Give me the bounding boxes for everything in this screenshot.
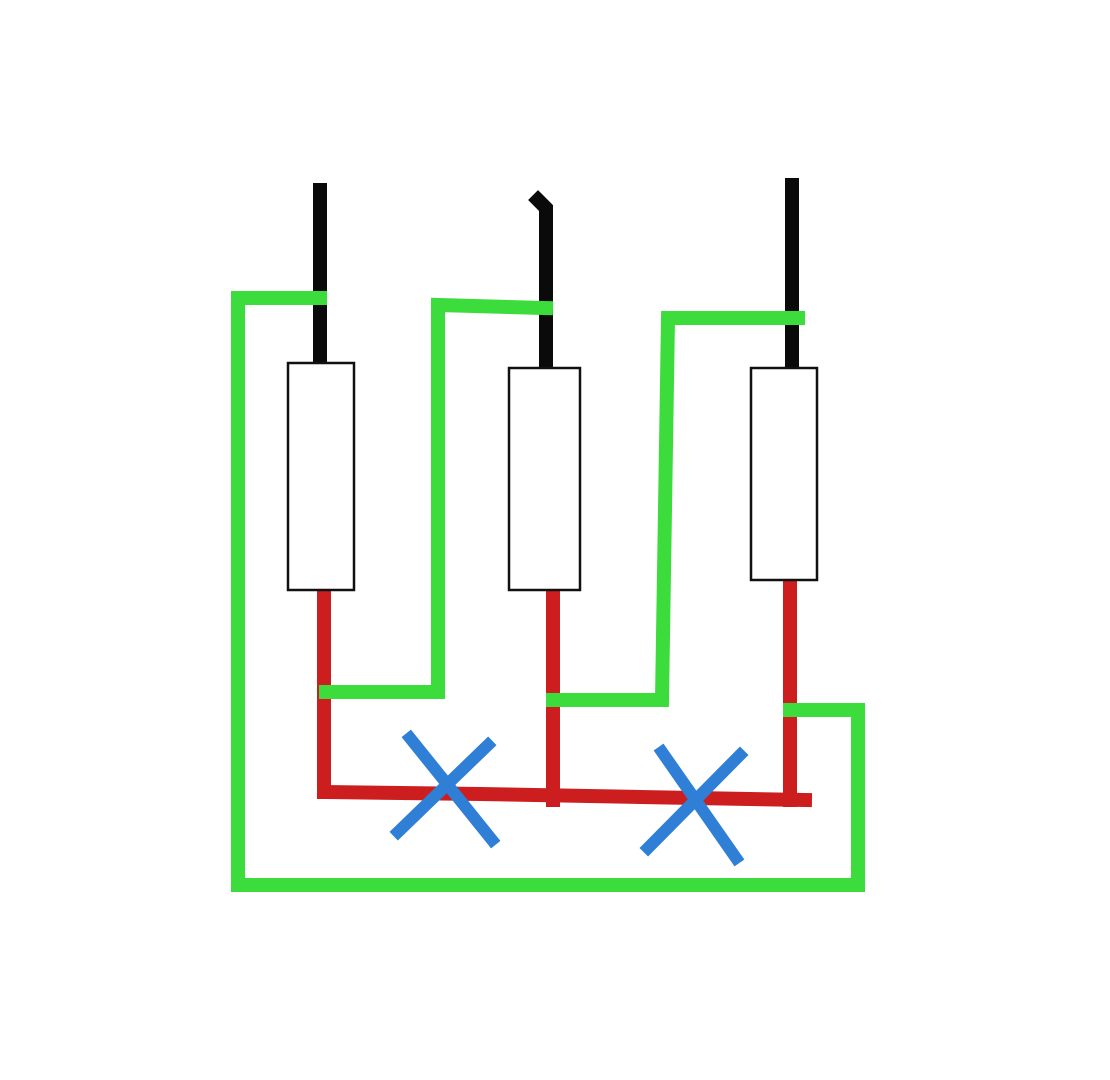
resistor-3	[749, 366, 819, 582]
cut-mark-2	[639, 743, 749, 867]
cut-mark-1	[389, 729, 501, 849]
lead-wire-2	[528, 190, 553, 377]
cut-mark-2-stroke-a	[653, 743, 745, 867]
bridge-wire-2-to-3	[546, 311, 805, 707]
cut-mark-1-stroke-b	[389, 736, 497, 841]
resistor-1	[286, 361, 356, 592]
resistor-2	[507, 366, 582, 592]
components	[286, 361, 819, 592]
bridge-wires	[231, 291, 865, 892]
common-wire-bus	[316, 784, 813, 808]
bridge-wire-1-to-2	[319, 297, 554, 699]
cut-marks	[389, 729, 749, 867]
lead-wires	[313, 178, 799, 377]
bridge-wire-outer-loop	[231, 291, 865, 892]
cut-mark-2-stroke-b	[639, 746, 749, 857]
